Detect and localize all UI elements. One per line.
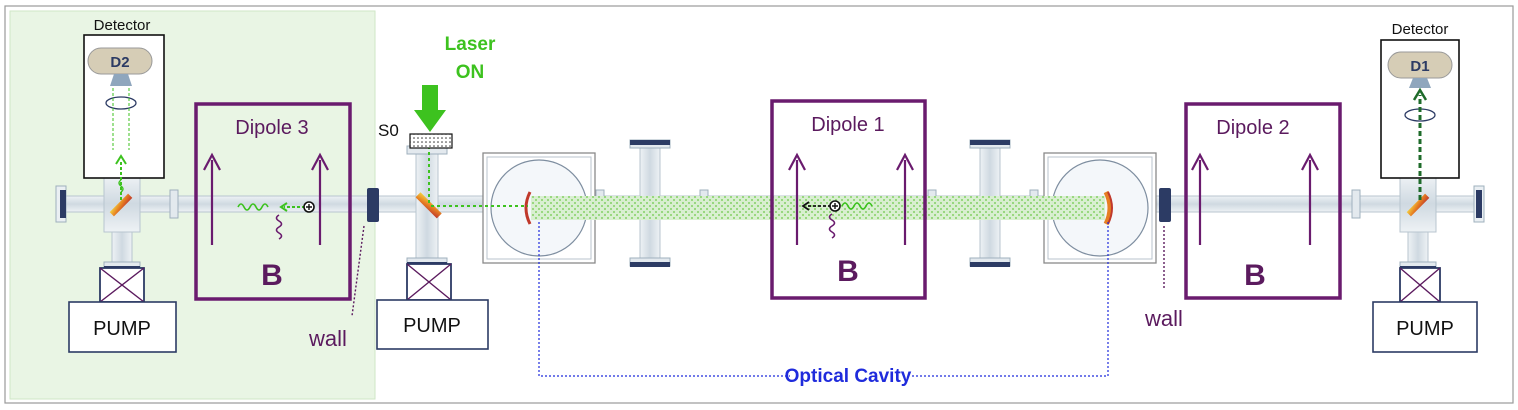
b-label-center: B bbox=[837, 255, 859, 288]
decay-wave-center bbox=[828, 213, 836, 239]
dipole2-label: Dipole 2 bbox=[1216, 117, 1289, 139]
wall-label-left: wall bbox=[308, 326, 347, 351]
dipole2-magnet bbox=[1184, 102, 1342, 300]
pump-center bbox=[376, 263, 489, 350]
cavity-bracket-right bbox=[910, 222, 1109, 377]
dipole3-label: Dipole 3 bbox=[235, 117, 308, 139]
wall-block-left bbox=[367, 188, 379, 222]
detector-left bbox=[83, 34, 165, 200]
s0-plate bbox=[409, 133, 453, 149]
laser-label-line2: ON bbox=[456, 62, 485, 83]
beam-splitter-left bbox=[109, 193, 133, 217]
d2-label: D2 bbox=[110, 54, 129, 71]
cavity-beam bbox=[531, 196, 1105, 220]
pump-left bbox=[68, 267, 177, 353]
beam-splitter-s0 bbox=[415, 192, 442, 219]
detector-right bbox=[1380, 39, 1460, 200]
decay-wave-left bbox=[275, 214, 283, 240]
wall-pointer-left bbox=[351, 225, 365, 317]
b-label-left: B bbox=[261, 259, 283, 292]
optical-cavity-label: Optical Cavity bbox=[785, 366, 912, 387]
laser-label-line1: Laser bbox=[445, 34, 496, 55]
cavity-mirror-right bbox=[1103, 190, 1113, 226]
wall-block-right bbox=[1159, 188, 1171, 222]
s0-label: S0 bbox=[378, 121, 399, 140]
dipole1-label: Dipole 1 bbox=[811, 114, 884, 136]
detector-left-label: Detector bbox=[94, 17, 151, 34]
wall-label-right: wall bbox=[1144, 306, 1183, 331]
beam-splitter-right bbox=[1406, 193, 1430, 217]
pump-left-label: PUMP bbox=[93, 318, 151, 340]
d1-label: D1 bbox=[1410, 58, 1429, 75]
pump-center-label: PUMP bbox=[403, 315, 461, 337]
cavity-bracket-left bbox=[538, 222, 790, 377]
detector-right-label: Detector bbox=[1392, 21, 1449, 38]
pump-right-label: PUMP bbox=[1396, 318, 1454, 340]
b-label-right: B bbox=[1244, 259, 1266, 292]
cavity-mirror-left bbox=[524, 191, 532, 225]
dipole3-magnet bbox=[194, 102, 352, 301]
laser-arrow bbox=[414, 85, 446, 132]
photon-wave-center bbox=[841, 202, 873, 210]
dipole1-magnet bbox=[770, 99, 927, 300]
photon-wave-left bbox=[237, 203, 269, 211]
pump-right bbox=[1372, 267, 1478, 353]
